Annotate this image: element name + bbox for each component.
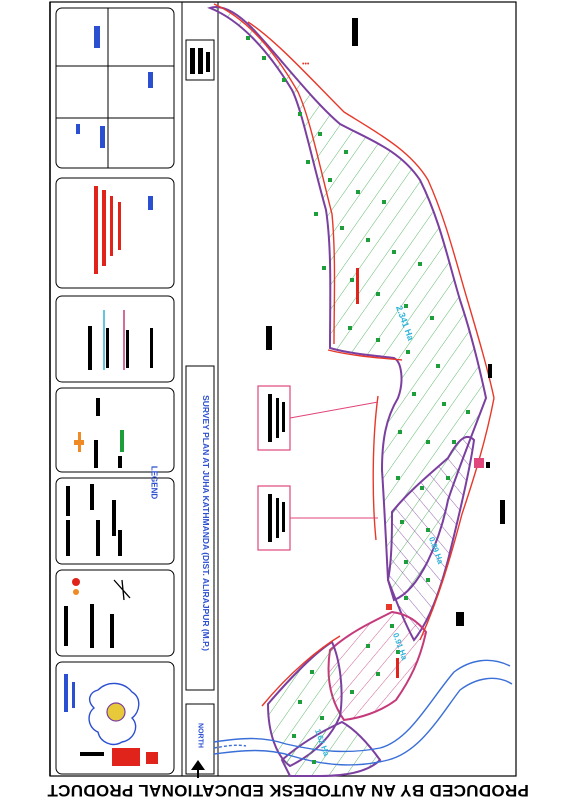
emblem-logo: [64, 674, 158, 766]
autodesk-watermark: PRODUCED BY AN AUTODESK EDUCATIONAL PROD…: [0, 778, 576, 803]
title-block: [49, 2, 219, 776]
legend-heading: LEGEND: [149, 465, 159, 500]
parcel-lower: [327, 610, 428, 722]
callouts: [257, 385, 379, 551]
title-block-text-marks: [64, 26, 210, 648]
measurement-lines: •••: [213, 3, 495, 707]
north-label: NORTH: [196, 723, 204, 748]
callout-box-upper: [257, 385, 291, 451]
map-black-labels: [266, 18, 505, 678]
svg-text:•••: •••: [302, 61, 310, 68]
land-parcels: [207, 6, 488, 777]
watermark-text: PRODUCED BY AN AUTODESK EDUCATIONAL PROD…: [47, 781, 529, 800]
pillar-icons: [386, 458, 490, 626]
callout-box-lower: [257, 485, 291, 551]
tree-icons: [246, 36, 470, 764]
river: [213, 659, 513, 766]
parcel-south: [280, 720, 382, 777]
plan-title: SURVEY PLAN AT JUHA KATHMANDA (DIST. ALI…: [201, 395, 211, 651]
